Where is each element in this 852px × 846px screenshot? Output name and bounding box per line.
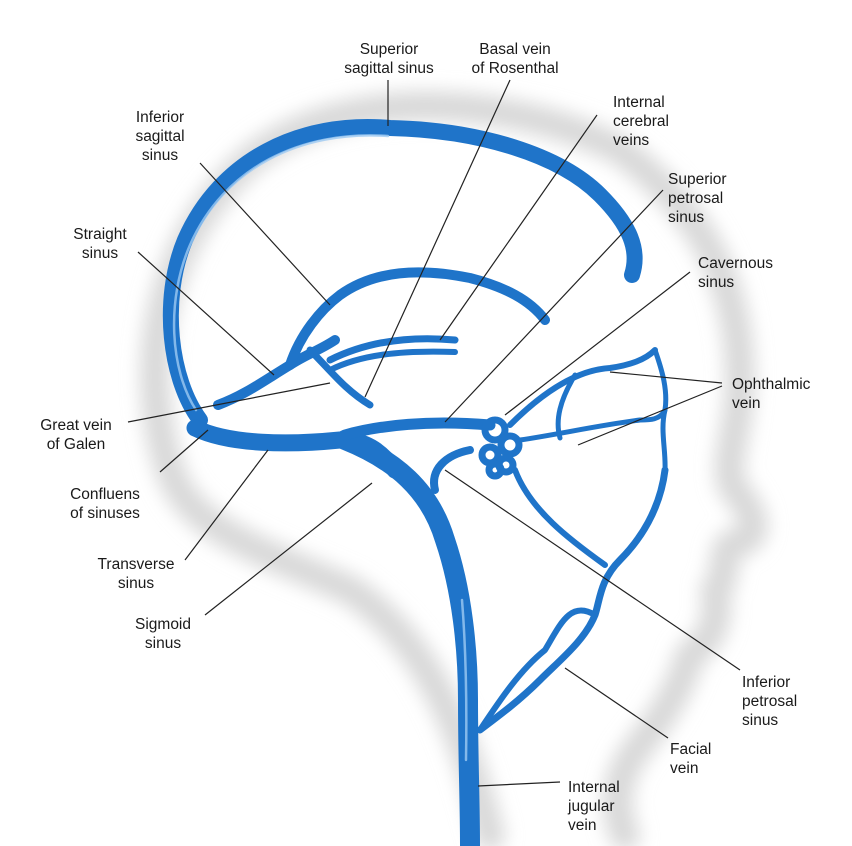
- leader-inferior-petrosal-sinus: [444, 469, 741, 671]
- leader-ophthalmic-lower: [577, 385, 723, 446]
- ophthalmic-vein-branch-2: [517, 407, 668, 443]
- great-vein-of-galen-vessel: [285, 267, 550, 370]
- label-transverse-sinus: Transverse sinus: [97, 556, 175, 592]
- superior-sagittal-sinus: [162, 119, 643, 428]
- leader-cavernous-sinus: [504, 271, 691, 416]
- facial-vein-branch: [512, 467, 608, 568]
- sagittal-highlight: [172, 134, 390, 412]
- facial-vein-branch-2: [477, 607, 598, 733]
- label-superior-sagittal-sinus: Superior sagittal sinus: [344, 41, 434, 77]
- inferior-petrosal-sinus-vessel: [430, 446, 474, 494]
- internal-cerebral-vein-vessel: [326, 335, 459, 364]
- label-superior-petrosal-sinus: Superior petrosal sinus: [668, 171, 727, 226]
- label-basal-vein-of-rosenthal: Basal vein of Rosenthal: [471, 41, 559, 77]
- leader-great-vein-of-galen: [127, 382, 331, 423]
- leader-superior-petrosal-sinus: [444, 189, 664, 423]
- label-cavernous-sinus: Cavernous sinus: [698, 255, 773, 291]
- leader-inferior-sagittal-sinus: [199, 162, 331, 306]
- superior-petrosal-sinus-vessel: [339, 417, 496, 441]
- label-confluens-of-sinuses: Confluens of sinuses: [70, 486, 140, 522]
- head-silhouette: [140, 91, 769, 846]
- ophthalmic-vein-vessel: [507, 347, 658, 428]
- label-sigmoid-sinus: Sigmoid sinus: [135, 616, 191, 652]
- leader-transverse-sinus: [184, 449, 269, 561]
- label-facial-vein: Facial vein: [670, 741, 712, 777]
- leader-basal-vein: [364, 79, 511, 398]
- leader-internal-cerebral-veins: [439, 114, 598, 341]
- cavernous-sinus-cluster: [478, 416, 523, 480]
- basal-vein-vessel: [306, 346, 374, 409]
- leader-confluens-of-sinuses: [159, 429, 209, 473]
- leader-ophthalmic-upper: [609, 371, 723, 384]
- internal-cerebral-vein-vessel-2: [327, 348, 458, 373]
- label-straight-sinus: Straight sinus: [73, 226, 127, 262]
- label-inferior-petrosal-sinus: Inferior petrosal sinus: [742, 674, 798, 729]
- label-ophthalmic-vein: Ophthalmic vein: [732, 376, 811, 412]
- label-great-vein-of-galen: Great vein of Galen: [40, 417, 112, 453]
- jugular-highlight: [460, 598, 468, 762]
- straight-sinus-vessel: [213, 335, 340, 410]
- leader-internal-jugular-vein: [477, 781, 561, 787]
- label-internal-jugular-vein: Internal jugular vein: [568, 779, 620, 834]
- leader-facial-vein: [564, 667, 669, 739]
- label-internal-cerebral-veins: Internal cerebral veins: [613, 94, 669, 149]
- leader-straight-sinus: [137, 251, 275, 376]
- label-inferior-sagittal-sinus: Inferior sagittal sinus: [135, 109, 185, 164]
- ophthalmic-vein-branch-3: [555, 372, 578, 441]
- leader-sigmoid-sinus: [204, 482, 373, 616]
